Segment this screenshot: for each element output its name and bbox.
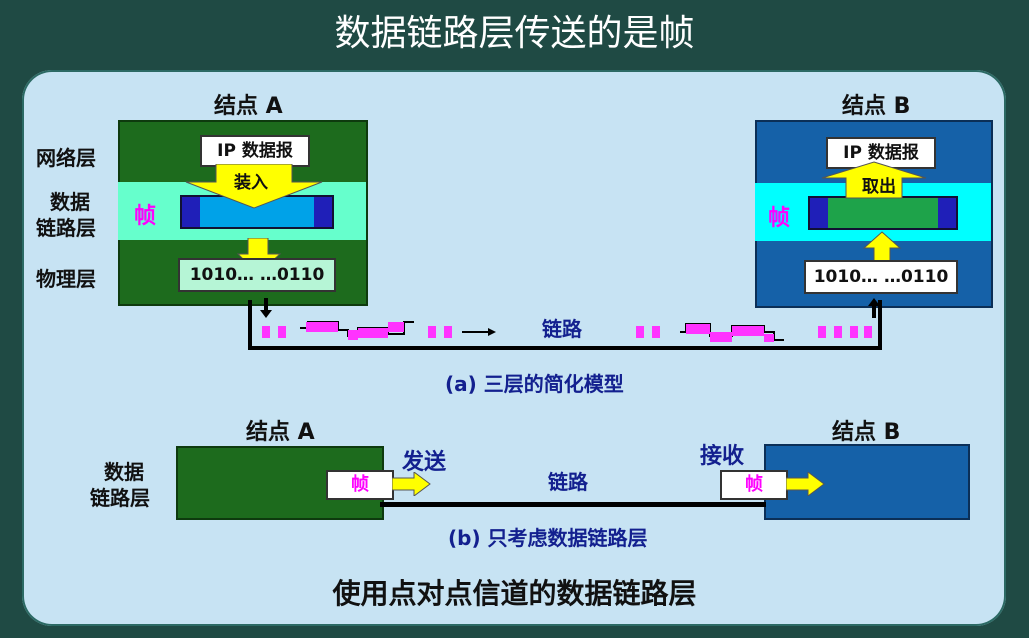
caption-b: (b) 只考虑数据链路层 — [448, 526, 648, 550]
bits-a: 1010… …0110 — [178, 258, 336, 292]
frame-a-b: 帧 — [326, 470, 394, 500]
link-label-b: 链路 — [548, 470, 588, 494]
frame-a-label: 帧 — [134, 204, 157, 229]
link-label-a: 链路 — [542, 317, 582, 341]
layer-network-label: 网络层 — [36, 146, 96, 170]
node-b-label-b: 结点 B — [832, 420, 901, 445]
page-title: 数据链路层传送的是帧 — [334, 13, 695, 54]
frame-b-b: 帧 — [720, 470, 788, 500]
ip-packet-a: IP 数据报 — [200, 135, 310, 167]
extract-label: 取出 — [862, 177, 896, 197]
bit-block — [864, 326, 872, 338]
bit-pulse — [358, 328, 388, 338]
layer-datalink-label-1: 数据 — [50, 190, 90, 214]
bit-block — [818, 326, 826, 338]
bit-block — [278, 326, 286, 338]
layer-datalink-label-b2: 链路层 — [90, 486, 150, 510]
node-a-label: 结点 A — [214, 94, 283, 119]
caption-a: (a) 三层的简化模型 — [445, 372, 624, 396]
bit-pulse — [388, 322, 404, 332]
bit-block — [262, 326, 270, 338]
bits-b: 1010… …0110 — [804, 260, 958, 294]
link-line-b — [380, 502, 766, 507]
node-a-label-b: 结点 A — [246, 420, 315, 445]
frame-b-label: 帧 — [768, 206, 791, 231]
ip-packet-b: IP 数据报 — [826, 137, 936, 169]
bit-pulse — [686, 324, 710, 334]
bit-pulse — [348, 330, 358, 340]
send-arrow-icon — [392, 472, 431, 496]
up-arrow-icon — [862, 231, 902, 263]
extract-arrow-icon — [821, 161, 927, 199]
footer-title: 使用点对点信道的数据链路层 — [332, 577, 697, 610]
bit-block — [636, 326, 644, 338]
frame-b-bar — [808, 196, 958, 230]
bit-block — [850, 326, 858, 338]
bit-pulse — [764, 334, 774, 342]
bit-block — [428, 326, 436, 338]
node-b-label: 结点 B — [842, 94, 911, 119]
send-label: 发送 — [402, 450, 447, 475]
bit-pulse — [306, 322, 338, 332]
layer-datalink-label-b1: 数据 — [104, 460, 144, 484]
receive-label: 接收 — [700, 444, 745, 469]
bit-block — [444, 326, 452, 338]
bit-block — [834, 326, 842, 338]
encapsulate-arrow-icon — [185, 164, 323, 209]
bit-pulse — [710, 332, 732, 342]
layer-datalink-label-2: 链路层 — [36, 216, 96, 240]
bit-block — [652, 326, 660, 338]
receive-arrow-icon — [786, 472, 825, 496]
bit-pulse — [732, 326, 764, 336]
encapsulate-label: 装入 — [234, 173, 268, 193]
layer-physical-label: 物理层 — [36, 267, 96, 291]
